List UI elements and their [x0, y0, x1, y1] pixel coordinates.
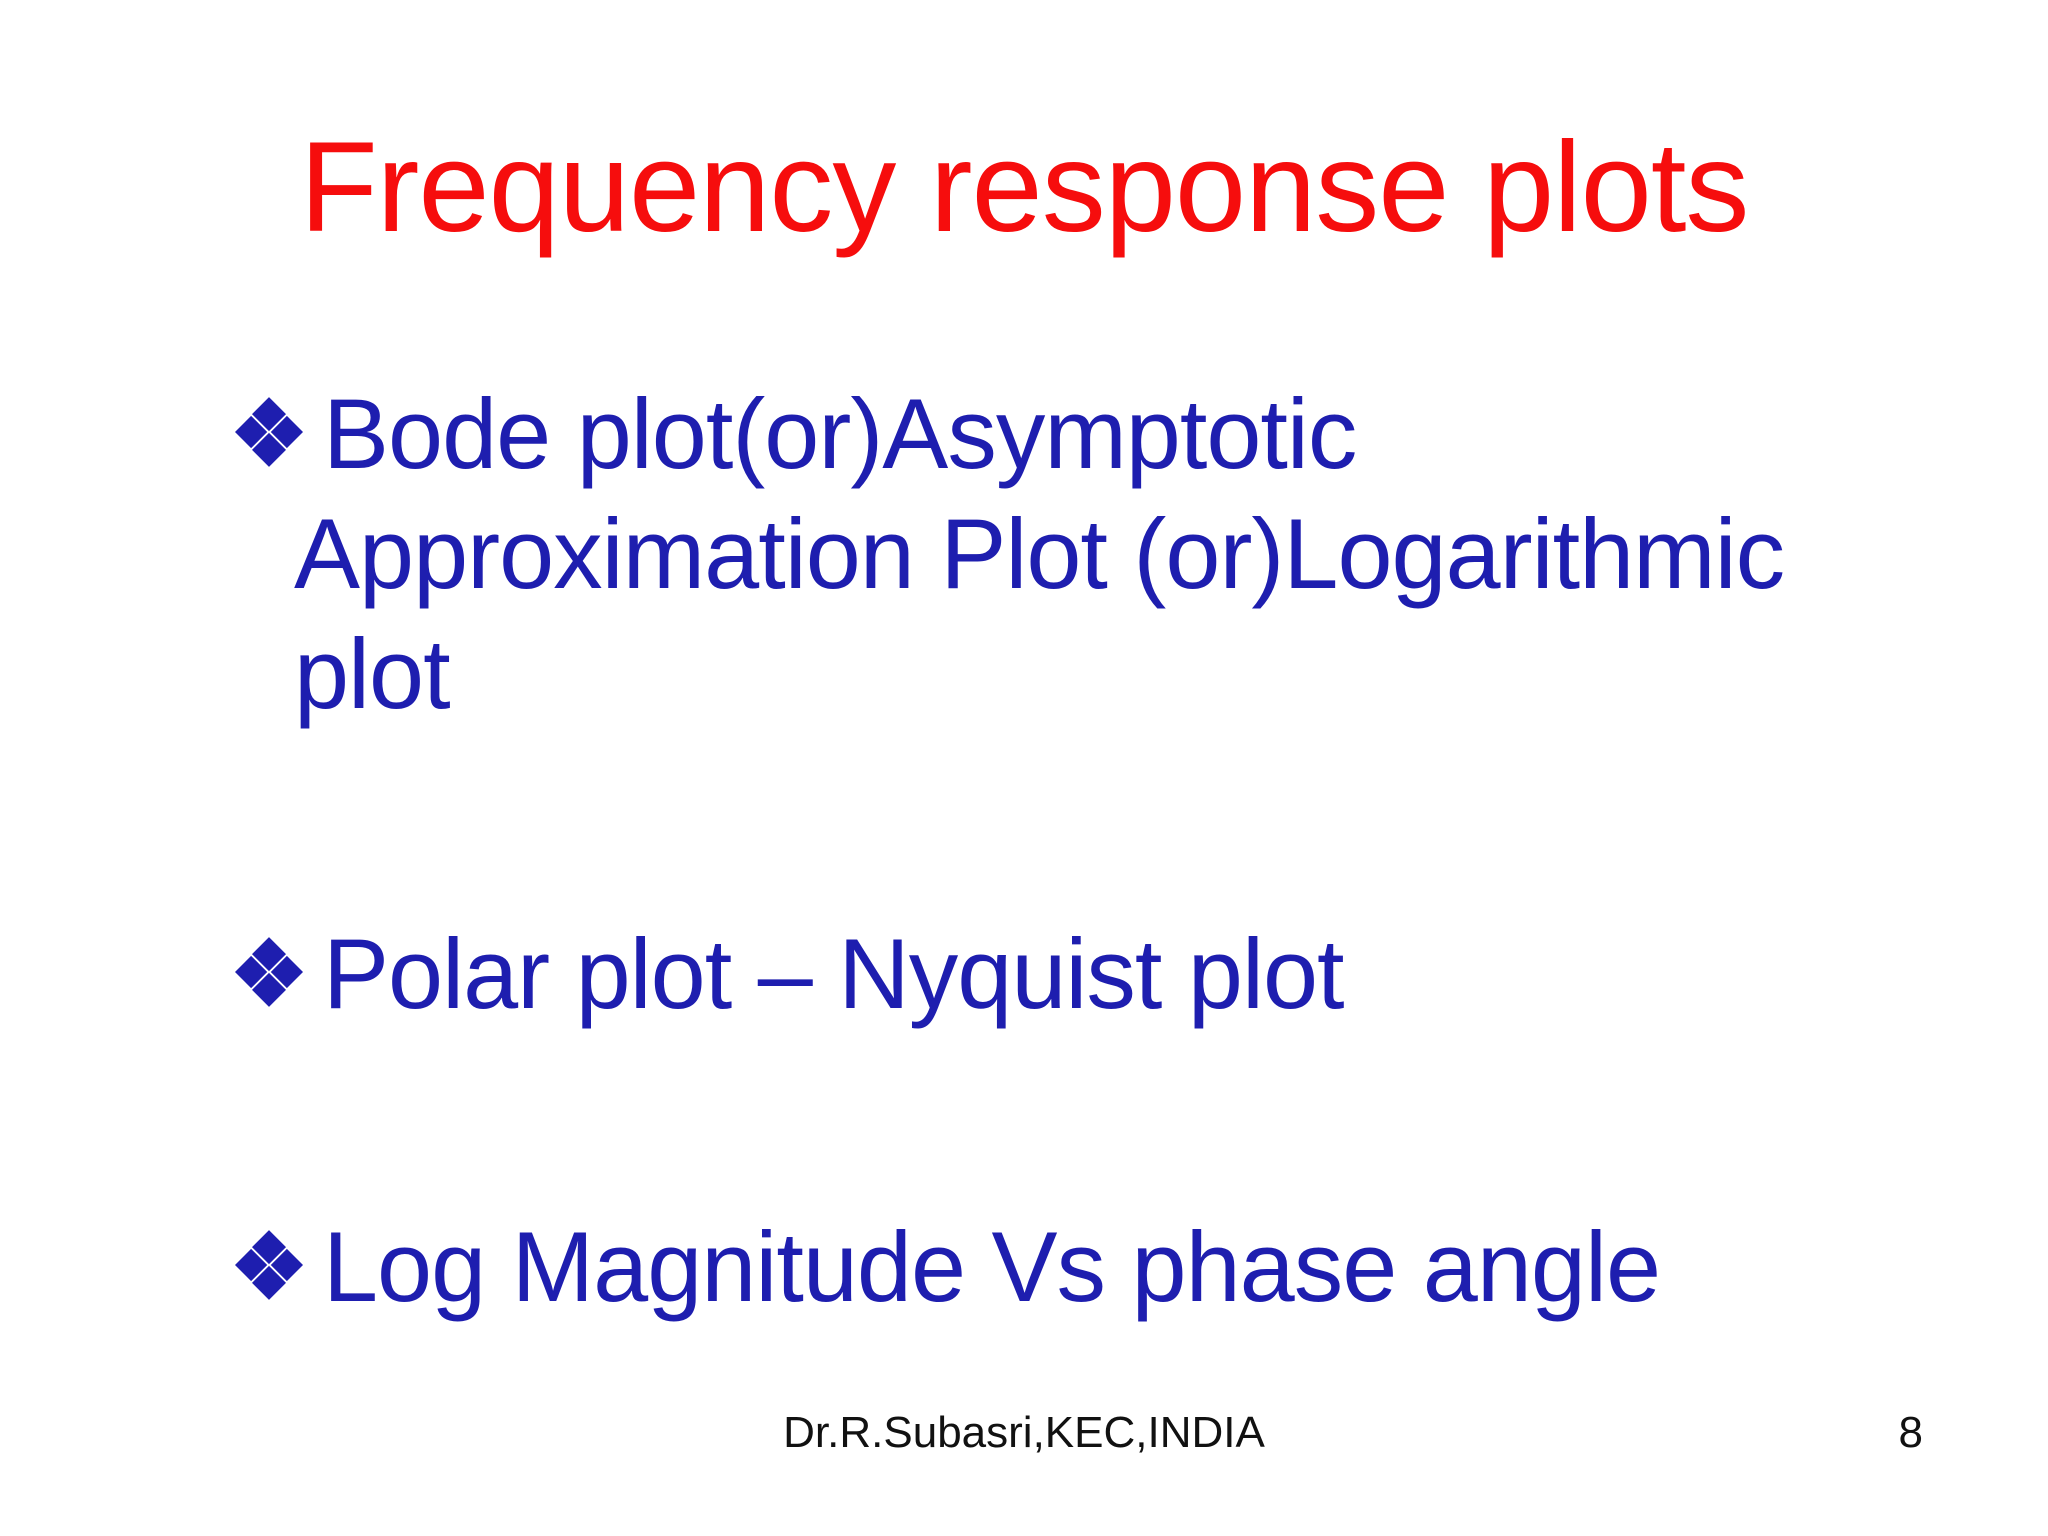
diamond-bullet-icon	[235, 1229, 323, 1301]
diamond-bullet-icon	[235, 396, 323, 468]
bullet-text: Polar plot – Nyquist plot	[323, 918, 1345, 1029]
slide-title: Frequency response plots	[299, 116, 1750, 259]
bullet-item-polar: Polar plot – Nyquist plot	[0, 914, 1968, 1034]
bullet-text: Bode plot(or)Asymptotic Approximation Pl…	[294, 378, 1785, 729]
footer-text: Dr.R.Subasri,KEC,INDIA	[783, 1408, 1265, 1457]
bullet-text: Log Magnitude Vs phase angle	[323, 1211, 1661, 1322]
bullet-item-logmag: Log Magnitude Vs phase angle	[0, 1207, 1968, 1327]
page-number: 8	[1898, 1408, 1923, 1457]
bullet-item-bode: Bode plot(or)Asymptotic Approximation Pl…	[0, 374, 1968, 734]
diamond-bullet-icon	[235, 936, 323, 1008]
